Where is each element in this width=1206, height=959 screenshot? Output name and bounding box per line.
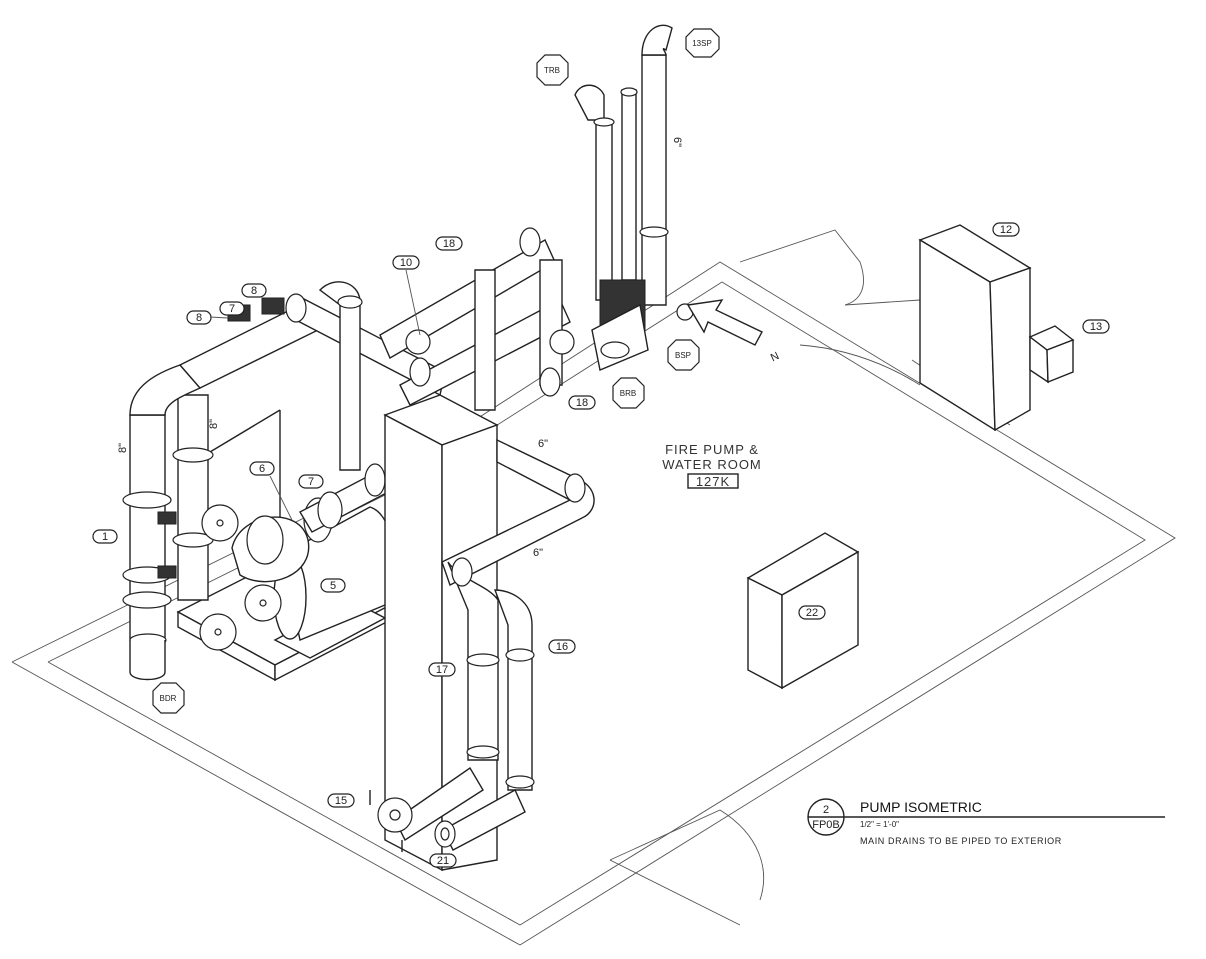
view-note: MAIN DRAINS TO BE PIPED TO EXTERIOR	[860, 836, 1062, 846]
tag-22: 22	[798, 605, 826, 620]
svg-text:16: 16	[556, 641, 568, 653]
tag-13sp: 13SP	[685, 28, 720, 58]
svg-text:TRB: TRB	[544, 66, 560, 75]
view-scale: 1/2" = 1'-0"	[860, 820, 899, 829]
dim-8in-left: 8"	[117, 443, 129, 453]
svg-text:BDR: BDR	[160, 694, 177, 703]
svg-text:15: 15	[335, 795, 347, 807]
svg-text:6: 6	[259, 463, 265, 475]
svg-text:8: 8	[251, 285, 257, 297]
svg-text:BSP: BSP	[675, 351, 691, 360]
tag-13: 13	[1082, 319, 1110, 334]
svg-text:17: 17	[436, 664, 448, 676]
tag-bsp: BSP	[667, 339, 700, 371]
north-letter: N	[769, 350, 781, 364]
dim-6in-upper: 6"	[538, 438, 548, 450]
svg-text:1: 1	[102, 531, 108, 543]
svg-text:12: 12	[1000, 224, 1012, 236]
north-arrow	[686, 299, 763, 346]
six-inch-loop	[441, 438, 595, 791]
svg-text:8: 8	[196, 312, 202, 324]
svg-text:13SP: 13SP	[692, 39, 712, 48]
tag-10: 10	[392, 255, 420, 270]
tag-bdr: BDR	[152, 682, 185, 714]
test-header	[379, 227, 575, 411]
controller-12	[918, 224, 1032, 432]
title-block: 2 FP0B PUMP ISOMETRIC 1/2" = 1'-0" MAIN …	[807, 798, 1165, 846]
room-name-line1: FIRE PUMP &	[665, 442, 759, 457]
callout-tags: 1 5 6 7 7 8 8 10 12 13 15 16 17 18 18	[92, 222, 1110, 868]
svg-text:22: 22	[806, 607, 818, 619]
svg-text:BRB: BRB	[620, 389, 636, 398]
room-name-line2: WATER ROOM	[662, 457, 762, 472]
tag-17: 17	[428, 662, 456, 677]
left-piping	[122, 304, 320, 681]
panel-13	[1028, 325, 1075, 384]
svg-text:7: 7	[229, 303, 235, 315]
svg-text:5: 5	[330, 580, 336, 592]
octagon-tags: 13SP TRB BSP BRB BDR	[152, 28, 720, 714]
dim-6in-lower: 6"	[533, 547, 543, 559]
riser-cluster	[574, 24, 694, 371]
svg-text:7: 7	[308, 476, 314, 488]
dim-6in-riser: 6"	[671, 137, 683, 147]
tag-21: 21	[429, 853, 457, 868]
tank-22	[746, 532, 860, 690]
tag-15: 15	[327, 793, 355, 808]
view-title: PUMP ISOMETRIC	[860, 799, 982, 815]
dim-8in-mid: 8"	[208, 419, 220, 429]
svg-text:13: 13	[1090, 321, 1102, 333]
tag-8-left: 8	[186, 310, 212, 325]
svg-text:18: 18	[443, 238, 455, 250]
svg-text:21: 21	[437, 855, 449, 867]
tag-5: 5	[320, 578, 346, 593]
tag-18-lower: 18	[568, 395, 596, 410]
room-number: 127K	[696, 474, 730, 489]
svg-text:10: 10	[400, 257, 412, 269]
tag-16: 16	[548, 639, 576, 654]
tag-brb: BRB	[612, 377, 645, 409]
tag-18-upper: 18	[435, 236, 463, 251]
tag-trb: TRB	[536, 54, 569, 86]
tag-6: 6	[249, 461, 275, 476]
tag-7-upper: 7	[219, 301, 245, 316]
discharge-pipe	[299, 463, 393, 533]
room-number-box	[687, 473, 739, 489]
tag-8-top: 8	[241, 283, 267, 298]
tag-12: 12	[992, 222, 1020, 237]
leader-lines	[209, 269, 421, 521]
tag-1: 1	[92, 529, 118, 544]
tag-7-lower: 7	[298, 474, 324, 489]
view-number: 2	[823, 804, 829, 816]
sheet-number: FP0B	[812, 819, 840, 831]
svg-text:18: 18	[576, 397, 588, 409]
drain-outlets	[369, 766, 526, 852]
